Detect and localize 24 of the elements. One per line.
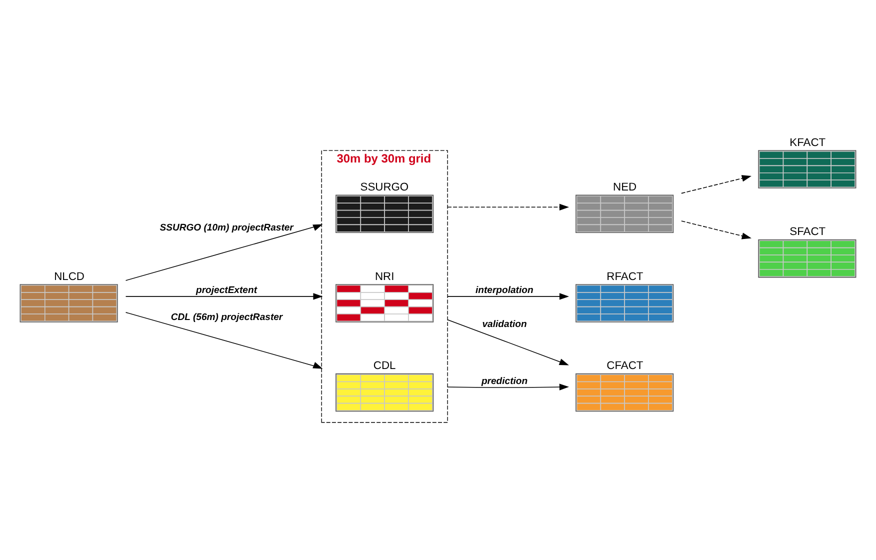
edge-label: projectExtent — [196, 284, 258, 296]
arrow — [681, 220, 752, 239]
arrow — [125, 292, 323, 300]
arrow — [125, 224, 323, 280]
node-label: NED — [613, 181, 637, 194]
node-label: NLCD — [54, 270, 84, 282]
arrow — [447, 292, 570, 300]
edge-label: CDL (56m) projectRaster — [170, 312, 283, 323]
arrow — [447, 383, 569, 390]
edge-label: prediction — [481, 375, 528, 386]
arrow — [125, 312, 323, 368]
edge-label: SSURGO (10m) projectRaster — [160, 222, 294, 234]
edge-label: validation — [482, 318, 527, 330]
node-label: CFACT — [606, 360, 644, 372]
node-label: CDL — [373, 360, 396, 372]
node-label: RFACT — [606, 270, 644, 282]
node-label: NRI — [375, 270, 394, 282]
node-label: KFACT — [790, 136, 826, 148]
arrow — [447, 318, 569, 365]
edge-label: interpolation — [475, 284, 534, 296]
arrow — [447, 203, 570, 210]
node-label: SFACT — [790, 226, 826, 238]
arrow — [681, 174, 752, 194]
node-label: SSURGO — [360, 181, 409, 194]
